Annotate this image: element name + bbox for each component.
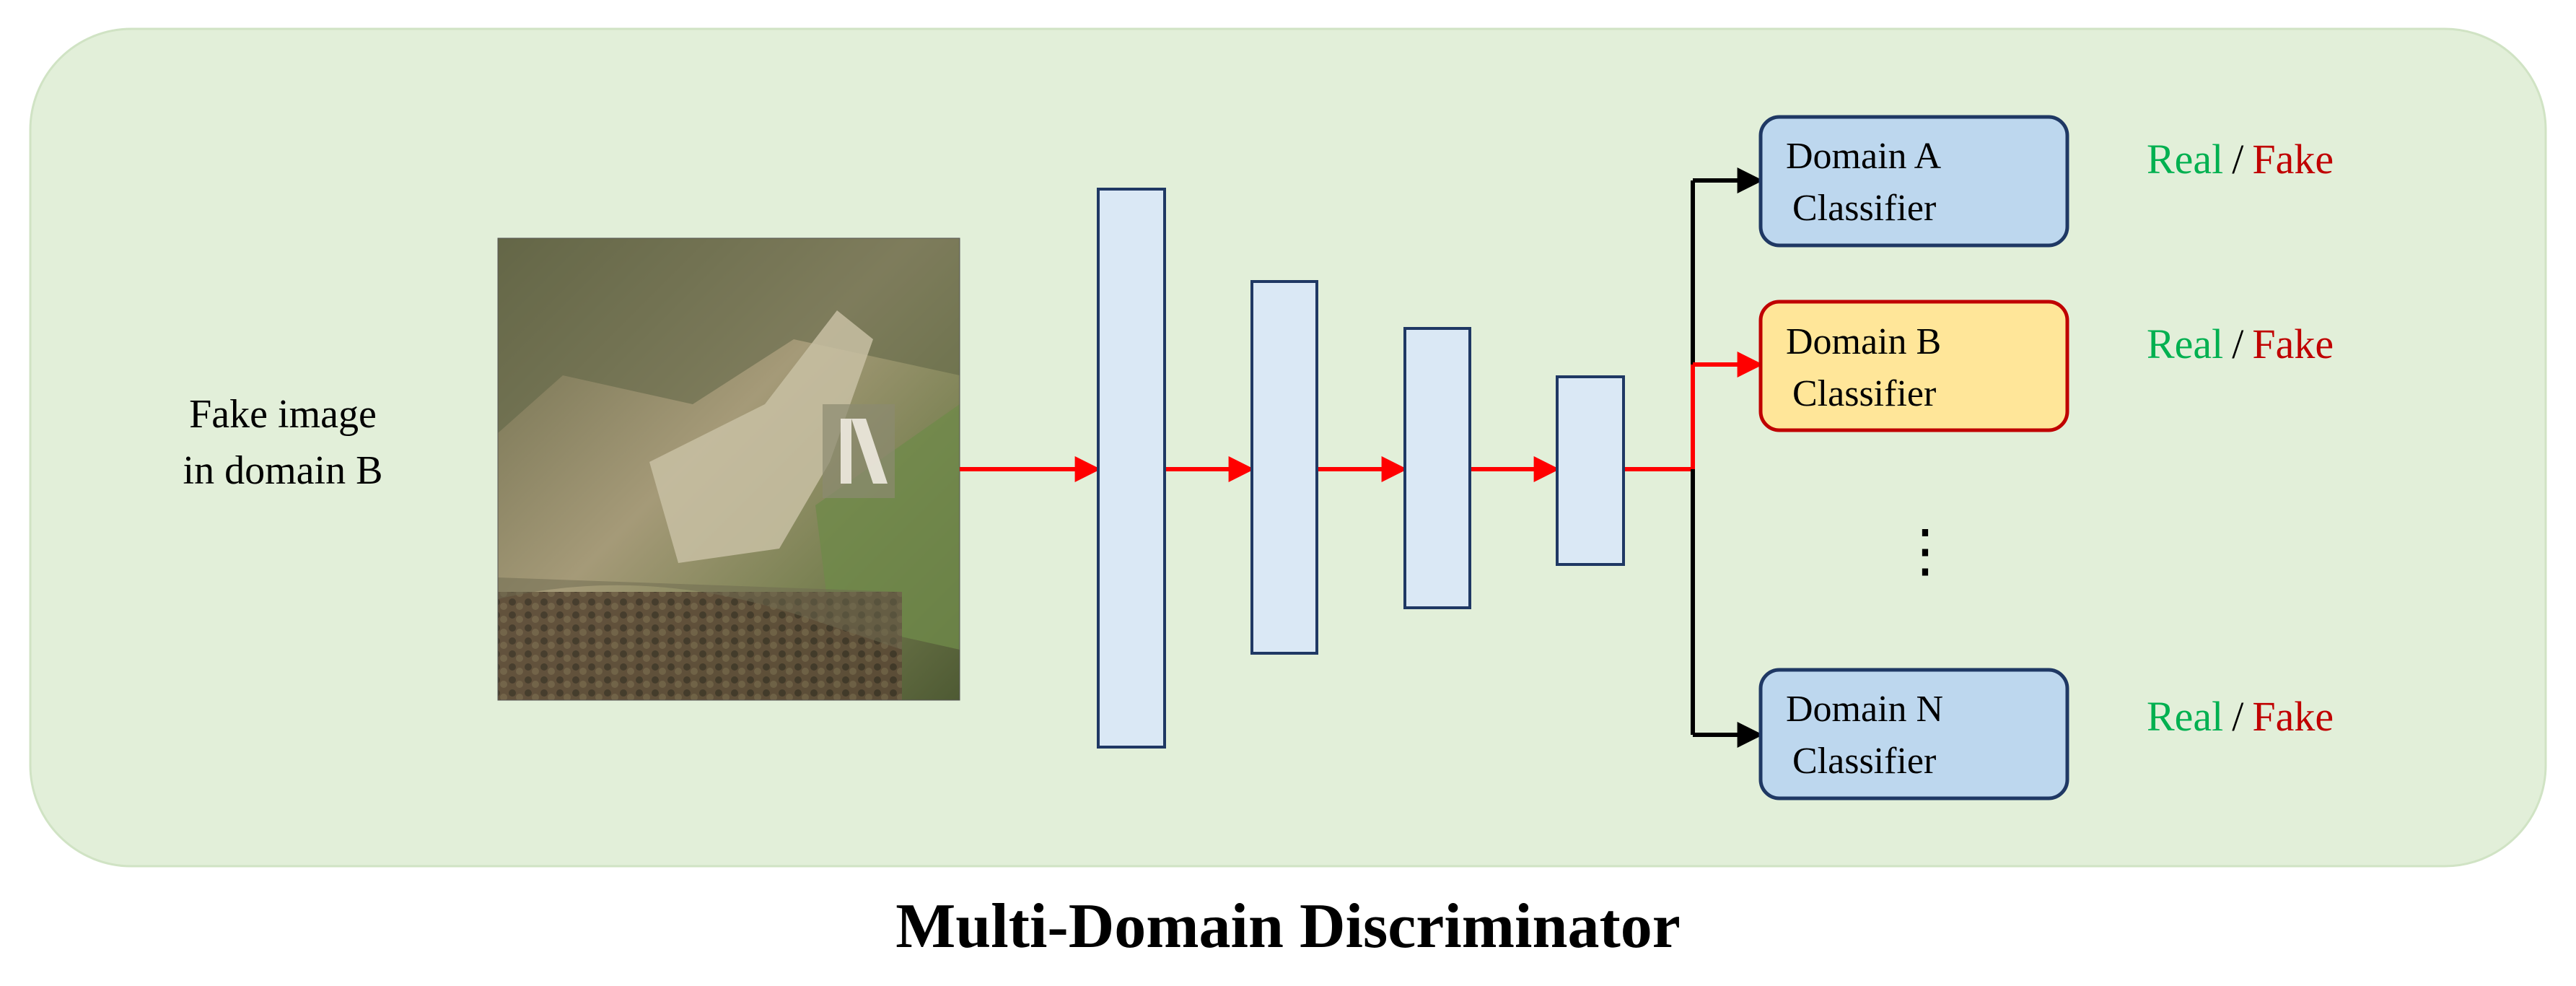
layer-2 bbox=[1250, 280, 1318, 655]
classifier-b-line2: Classifier bbox=[1792, 373, 1936, 414]
layer-3 bbox=[1403, 327, 1471, 609]
diagram-title: Multi-Domain Discriminator bbox=[895, 891, 1681, 961]
classifier-ellipsis: ⋮ bbox=[1896, 520, 1954, 583]
aerial-satellite-image bbox=[497, 237, 960, 701]
branch-connectors bbox=[1691, 167, 1764, 748]
output-b-fake: Fake bbox=[2252, 320, 2334, 367]
output-n-real: Real bbox=[2147, 693, 2223, 740]
output-n-fake: Fake bbox=[2252, 693, 2334, 740]
output-b-sep: / bbox=[2232, 320, 2244, 367]
output-domain-b: Real/Fake bbox=[2147, 320, 2334, 367]
classifier-a-line1: Domain A bbox=[1786, 136, 1942, 177]
classifier-n-line1: Domain N bbox=[1786, 689, 1943, 730]
output-n-sep: / bbox=[2232, 693, 2244, 740]
network-layers bbox=[1097, 188, 1625, 749]
layer-1 bbox=[1097, 188, 1166, 749]
output-a-real: Real bbox=[2147, 136, 2223, 183]
layer-4 bbox=[1556, 375, 1625, 566]
input-label-line2: in domain B bbox=[183, 448, 383, 493]
svg-text:Real/Fake: Real/Fake bbox=[2147, 320, 2334, 367]
output-domain-a: Real/Fake bbox=[2147, 136, 2334, 183]
output-a-fake: Fake bbox=[2252, 136, 2334, 183]
output-a-sep: / bbox=[2232, 136, 2244, 183]
input-label-line1: Fake image bbox=[189, 392, 377, 437]
classifier-domain-n: Domain N Classifier bbox=[1758, 668, 2069, 800]
classifier-domain-b: Domain B Classifier bbox=[1758, 300, 2069, 432]
classifier-a-line2: Classifier bbox=[1792, 188, 1936, 229]
classifier-domain-a: Domain A Classifier bbox=[1758, 115, 2069, 248]
output-domain-n: Real/Fake bbox=[2147, 693, 2334, 740]
classifier-n-line2: Classifier bbox=[1792, 741, 1936, 782]
output-b-real: Real bbox=[2147, 320, 2223, 367]
svg-text:Real/Fake: Real/Fake bbox=[2147, 693, 2334, 740]
classifier-b-line1: Domain B bbox=[1786, 321, 1941, 362]
svg-text:Real/Fake: Real/Fake bbox=[2147, 136, 2334, 183]
